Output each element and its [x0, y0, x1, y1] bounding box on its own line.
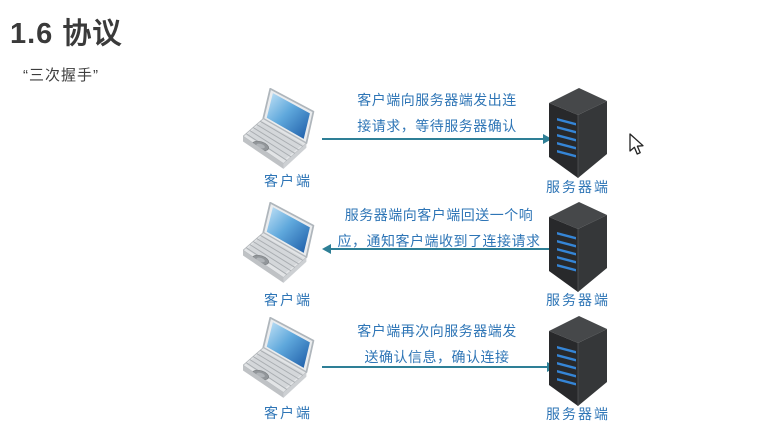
laptop-icon [243, 88, 315, 169]
client-label: 客户端 [264, 292, 312, 308]
server-icon [549, 88, 607, 178]
page-subtitle: “三次握手” [23, 67, 99, 84]
message-line-1: 客户端向服务器端发出连 [357, 92, 517, 108]
server-label: 服务器端 [546, 292, 610, 308]
server-icon [549, 316, 607, 406]
message-line-2: 应，通知客户端收到了连接请求 [337, 233, 541, 249]
server-label: 服务器端 [546, 179, 610, 195]
message-line-1: 服务器端向客户端回送一个响 [344, 207, 534, 223]
message-text: 客户端再次向服务器端发 送确认信息，确认连接 [326, 318, 548, 370]
client-label: 客户端 [264, 405, 312, 421]
mouse-cursor-icon [629, 133, 644, 155]
message-line-2: 接请求，等待服务器确认 [357, 118, 517, 134]
server-icon [549, 202, 607, 292]
page-title: 1.6 协议 [10, 18, 123, 50]
arrow-server-to-client [322, 244, 552, 254]
message-text: 客户端向服务器端发出连 接请求，等待服务器确认 [326, 87, 548, 139]
client-label: 客户端 [264, 173, 312, 189]
message-line-2: 送确认信息，确认连接 [364, 349, 510, 365]
laptop-icon [243, 317, 315, 398]
message-line-1: 客户端再次向服务器端发 [357, 323, 517, 339]
arrow-client-to-server [322, 362, 556, 372]
arrow-client-to-server [322, 134, 552, 144]
laptop-icon [243, 202, 315, 283]
message-text: 服务器端向客户端回送一个响 应，通知客户端收到了连接请求 [320, 202, 558, 254]
server-label: 服务器端 [546, 406, 610, 422]
